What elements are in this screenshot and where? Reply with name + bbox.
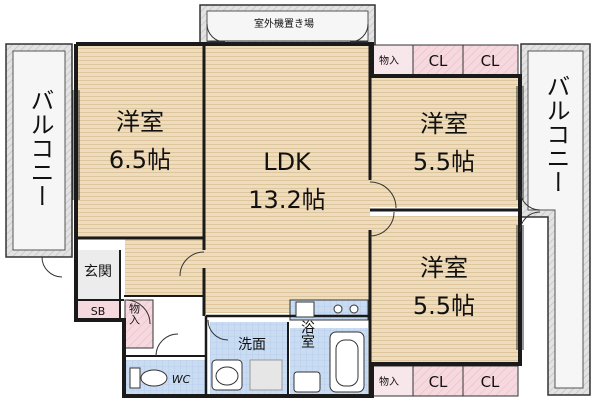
room-western-nw-name: 洋室 bbox=[116, 108, 164, 136]
room-western-se-name: 洋室 bbox=[420, 254, 468, 282]
washing-machine-space bbox=[249, 359, 283, 391]
hall-floor bbox=[125, 237, 204, 297]
wash-room-label: 洗面 bbox=[238, 337, 266, 353]
western-room-nw-floor bbox=[78, 45, 204, 237]
bathtub-icon bbox=[329, 331, 365, 393]
storage-left bbox=[124, 299, 154, 349]
windows bbox=[72, 40, 524, 350]
wash-bath-misc-icon bbox=[293, 371, 321, 393]
toilet-label: WC bbox=[172, 373, 191, 386]
room-western-se-size: 5.5帖 bbox=[413, 292, 475, 320]
closet-top-2-label: CL bbox=[481, 52, 500, 70]
closet-bottom-2-label: CL bbox=[481, 373, 500, 391]
room-ldk-name: LDK bbox=[263, 148, 312, 176]
closet-top-1-label: CL bbox=[429, 52, 448, 70]
closet-bottom-1-label: CL bbox=[429, 373, 448, 391]
room-western-nw-size: 6.5帖 bbox=[109, 146, 171, 174]
balcony-left-area bbox=[5, 43, 73, 258]
storage-top-label: 物入 bbox=[379, 54, 399, 67]
toilet-fixture-icon bbox=[129, 367, 168, 389]
bath-room-label: 浴室 bbox=[299, 320, 315, 348]
room-western-ne-name: 洋室 bbox=[420, 110, 468, 138]
shoe-box-label: SB bbox=[91, 305, 106, 318]
storage-left-label: 物入 bbox=[128, 302, 141, 325]
doors bbox=[41, 23, 541, 357]
kitchen-sink-stove-icon bbox=[295, 301, 359, 318]
storage-bottom-label: 物入 bbox=[379, 375, 399, 388]
balcony-right-label: バルコニー bbox=[542, 74, 570, 194]
closets-bottom bbox=[371, 365, 519, 397]
entrance-label: 玄関 bbox=[84, 263, 112, 280]
washbasin-icon bbox=[211, 359, 243, 391]
western-room-ne-floor bbox=[370, 76, 518, 207]
balcony-left-label: バルコニー bbox=[26, 88, 54, 208]
room-western-ne-size: 5.5帖 bbox=[413, 148, 475, 176]
balcony-right-area bbox=[520, 43, 591, 396]
walls bbox=[74, 42, 522, 398]
ldk-floor bbox=[204, 45, 370, 313]
entrance-floor bbox=[76, 250, 120, 300]
room-ldk-size: 13.2帖 bbox=[248, 186, 325, 214]
outdoor-unit-label: 室外機置き場 bbox=[254, 17, 314, 30]
western-room-se-floor bbox=[370, 216, 518, 364]
